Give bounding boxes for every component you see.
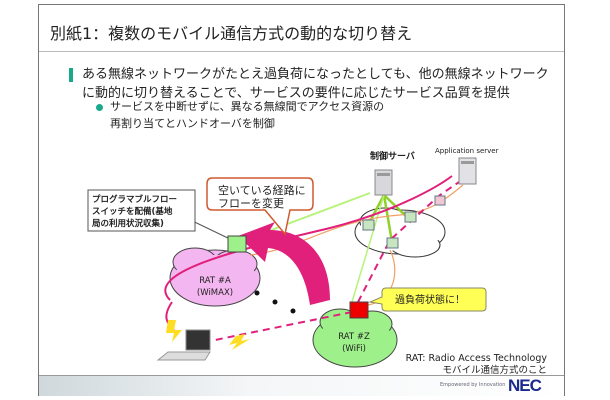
reroute-arrow-icon [238,222,330,305]
rat-z-label: RAT #Z [338,332,370,342]
slide-title: 別紙1：複数のモバイル通信方式の動的な切り替え [50,24,413,43]
bullet-main: ある無線ネットワークがたとえ過負荷になったとしても、他の無線ネットワークに動的に… [82,67,549,101]
switch-icons [362,195,446,249]
rat-note-line2: モバイル通信方式のこと [442,365,547,376]
route-callout-line1: 空いている経路に [218,183,306,197]
switch-label-line1: プログラマブルフロー [92,194,177,205]
switch-label-line2: スイッチを配備(基地 [92,206,173,217]
overload-callout [368,287,487,312]
bullet-sub-line2: 再割り当てとハンドオーバを制御 [110,117,275,130]
rat-a-label: RAT #A [199,276,231,286]
app-server-icon [458,157,477,185]
rat-note-line1: RAT: Radio Access Technology [405,353,547,364]
rat-z-sublabel: (WiFi) [342,344,366,354]
nec-logo: NEC [508,376,542,395]
route-callout-line2: フローを変更 [218,196,284,210]
bullet-sub: サービスを中断せずに、異なる無線間でアクセス資源の再割り当てとハンドオーバを制御 [110,98,384,132]
rat-a-sublabel: (WiMAX) [197,288,233,298]
overload-label: 過負荷状態に！ [395,293,465,306]
rat-a-cloud [169,247,261,307]
bullet-sub-line1: サービスを中断せずに、異なる無線間でアクセス資源の [110,100,385,113]
slide-footer [39,375,564,396]
wifi-switch-icon [349,301,369,319]
lightning-icon-2 [229,334,250,350]
control-server-icon [374,169,393,196]
switch-label-line3: 局の利用状況収集) [91,218,164,229]
bullet-dot-icon [96,104,103,111]
footer-tagline: Empowered by Innovation [440,382,506,388]
switch-label-box [87,189,196,232]
ellipsis-dots [254,290,296,314]
wimax-switch-icon [227,235,247,253]
title-divider [39,51,564,52]
control-server-label: 制御サーバ [370,150,415,162]
lightning-icon [166,320,182,342]
bullet-bar-icon [69,68,73,82]
app-server-label: Application server [435,147,499,155]
route-callout [206,177,314,236]
laptop-icon [156,329,211,361]
